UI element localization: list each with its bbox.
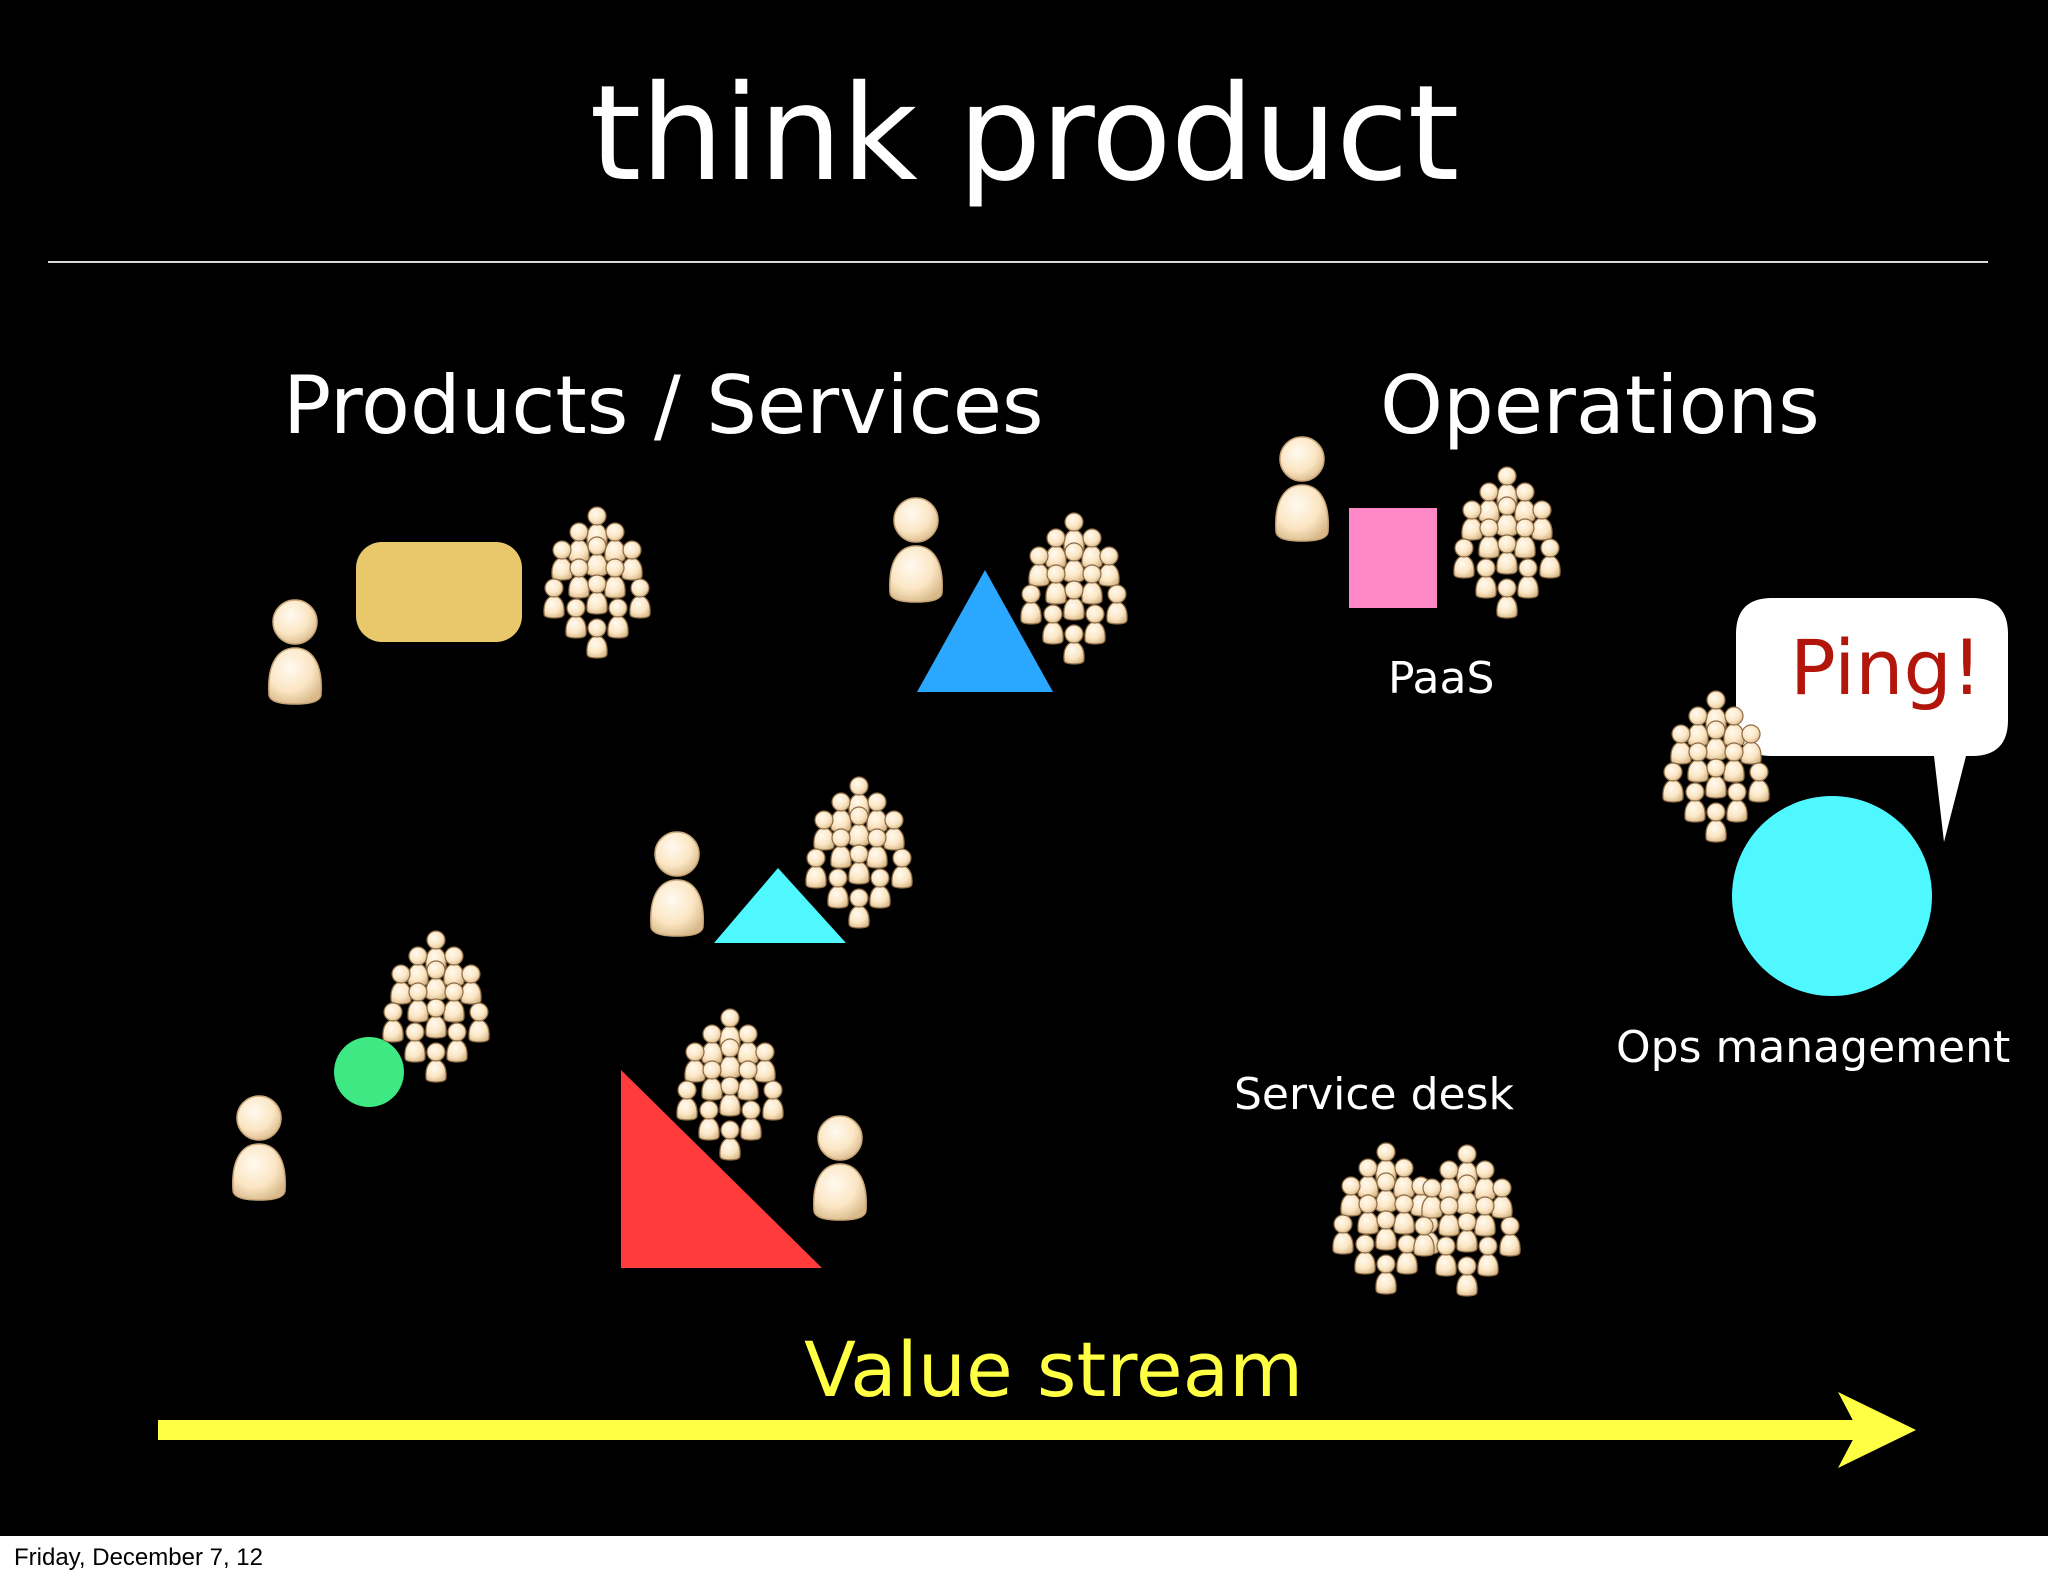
red-right-triangle [621,1070,822,1268]
person-icon [268,599,322,705]
team-icon [1414,1145,1520,1296]
footer-bar: Friday, December 7, 12 [0,1536,2048,1576]
ops-management-label: Ops management [1616,1022,2011,1073]
person-icon [889,497,943,603]
pink-square [1349,508,1437,608]
blue-triangle [917,570,1053,692]
green-circle [334,1037,404,1107]
person-icon [813,1115,867,1221]
team-icon [544,507,650,658]
slide-canvas [48,261,2008,1468]
footer-date: Friday, December 7, 12 [14,1544,263,1571]
slide: think product Products / Services Operat… [0,0,2048,1536]
cyan-triangle [714,868,846,943]
products-services-heading: Products / Services [283,359,1044,452]
value-stream-label: Value stream [804,1325,1304,1414]
operations-heading: Operations [1380,359,1820,452]
yellow-rounded-box [356,542,522,642]
person-icon [232,1095,286,1201]
team-icon [1021,513,1127,664]
team-icon [806,777,912,928]
paas-label: PaaS [1388,653,1495,704]
slide-title: think product [589,57,1460,211]
cyan-circle [1732,796,1932,996]
person-icon [650,831,704,937]
service-desk-label: Service desk [1234,1069,1515,1120]
ping-text: Ping! [1790,623,1983,712]
arrow-icon [158,1392,1916,1468]
team-icon [677,1009,783,1160]
person-icon [1275,436,1329,542]
speech-bubble-icon [1736,598,2008,842]
team-icon [1454,467,1560,618]
